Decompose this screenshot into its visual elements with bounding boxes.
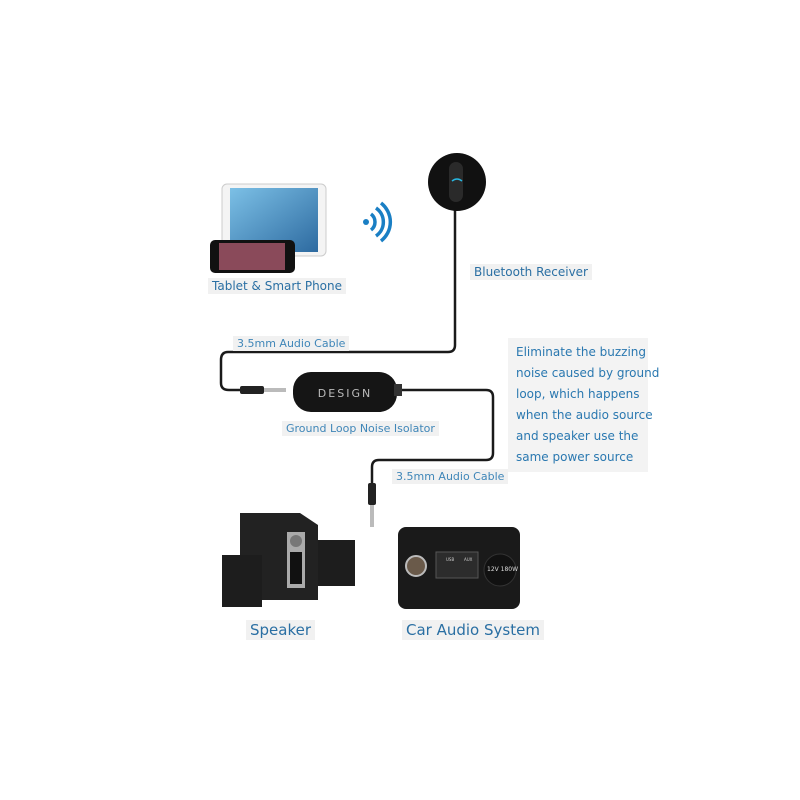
speaker-image — [222, 513, 355, 607]
socket-label: 12V 180W — [487, 566, 518, 573]
wifi-signal-icon — [363, 201, 393, 243]
smartphone-image — [210, 240, 295, 273]
label-car-audio: Car Audio System — [402, 620, 544, 640]
description-line: when the audio source — [516, 408, 653, 422]
bluetooth-receiver — [428, 153, 486, 211]
description-line: and speaker use the — [516, 429, 639, 443]
isolator-brand: DESIGN — [318, 387, 372, 400]
description-line: noise caused by ground — [516, 366, 660, 380]
label-speaker: Speaker — [246, 620, 316, 640]
aux-port-label: AUX — [464, 557, 473, 562]
label-bluetooth-receiver: Bluetooth Receiver — [470, 264, 592, 280]
usb-port-label: USB — [446, 557, 454, 562]
cable-output — [370, 388, 495, 485]
label-audio-cable-2: 3.5mm Audio Cable — [392, 469, 509, 484]
car-audio-image: USB AUX 12V 180W — [398, 527, 520, 609]
description-line: loop, which happens — [516, 387, 640, 401]
audio-jack-input — [240, 386, 286, 394]
audio-jack-output — [368, 483, 376, 527]
label-isolator: Ground Loop Noise Isolator — [282, 421, 439, 436]
description-box: Eliminate the buzzing noise caused by gr… — [508, 338, 660, 472]
description-line: Eliminate the buzzing — [516, 345, 647, 359]
label-audio-cable-1: 3.5mm Audio Cable — [233, 336, 350, 351]
description-line: same power source — [516, 450, 634, 464]
label-devices: Tablet & Smart Phone — [208, 278, 347, 294]
ground-loop-isolator: DESIGN — [293, 372, 402, 412]
cable-input — [219, 210, 457, 392]
